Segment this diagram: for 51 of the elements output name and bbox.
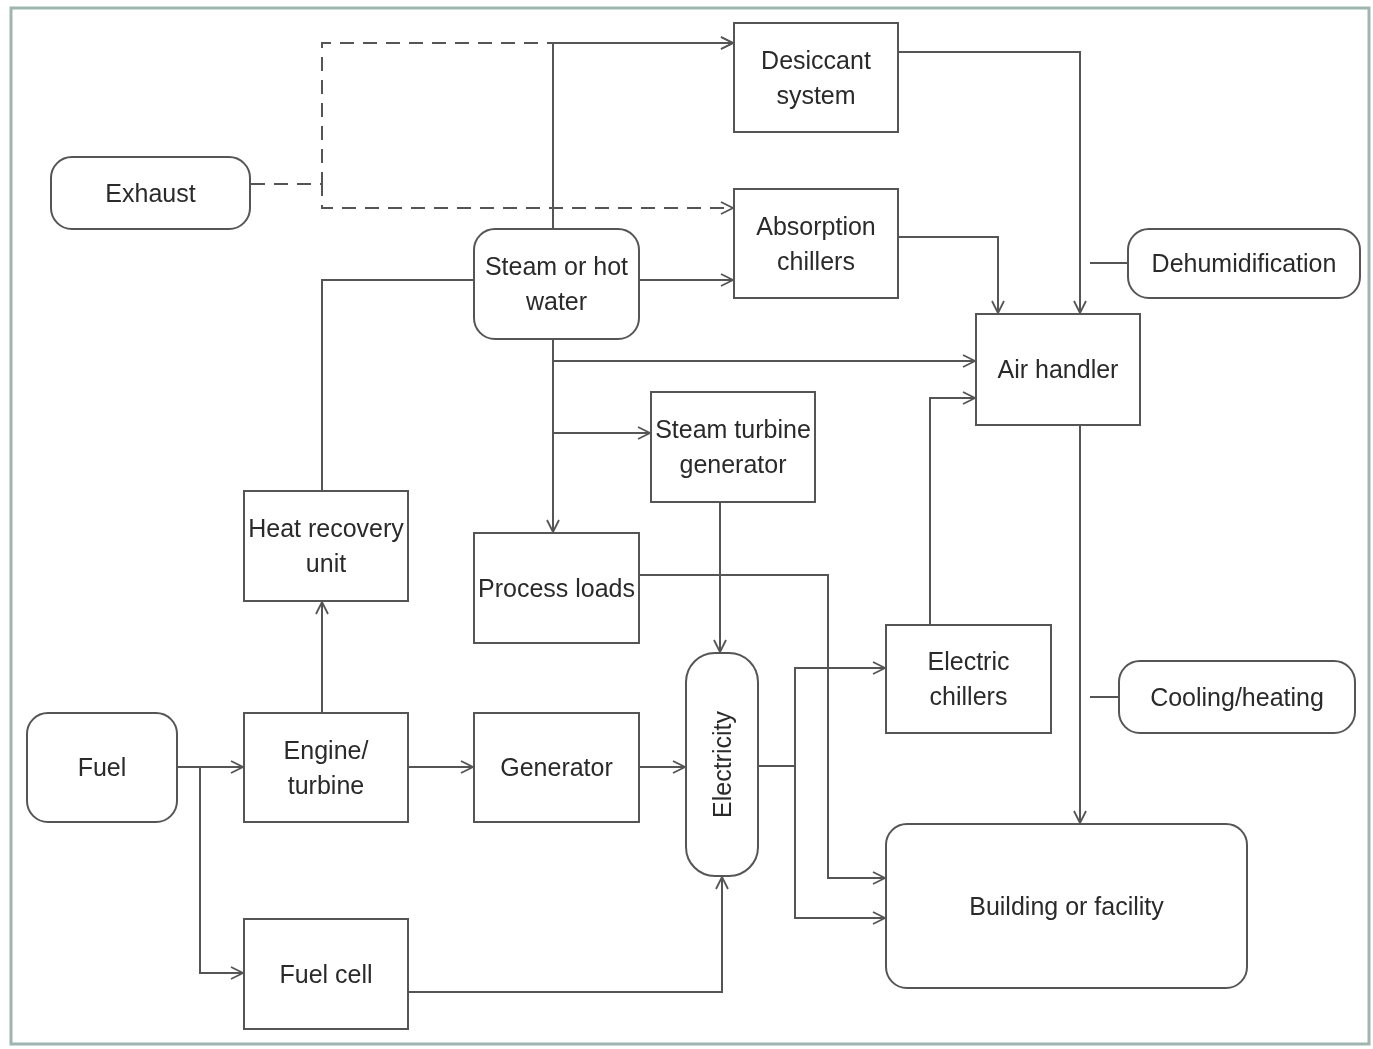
rounded-box: [50, 156, 251, 230]
leader-line: [1089, 696, 1119, 698]
arrow: [758, 765, 886, 925]
rounded-box: [26, 712, 178, 823]
rounded-box: [473, 228, 640, 340]
node-label: Heat recovery unit: [247, 513, 405, 579]
rounded-box: [685, 652, 759, 877]
arrow: [898, 236, 1005, 314]
node-label: Steam or hot water: [483, 251, 630, 317]
node-label: Fuel: [77, 752, 127, 783]
node-label: Exhaust: [105, 177, 196, 209]
node-label: Electric chillers: [926, 646, 1011, 712]
rounded-box: [1118, 660, 1356, 734]
node-label: Dehumidification: [1151, 248, 1337, 279]
node-label: Cooling/heating: [1150, 681, 1324, 713]
node-label: Steam turbine generator: [654, 414, 812, 480]
arrow: [408, 876, 729, 993]
rounded-box: [1127, 228, 1361, 299]
node-label: Absorption chillers: [755, 210, 877, 277]
process-box: [650, 391, 816, 503]
node-label: Engine/ turbine: [282, 734, 370, 801]
process-box: [243, 918, 409, 1030]
process-box: [975, 313, 1141, 426]
arrow: [639, 273, 734, 287]
node-label: Electricity: [706, 711, 737, 818]
node-label: Desiccant system: [760, 44, 872, 111]
node-label: Air handler: [997, 354, 1119, 385]
process-box: [473, 712, 640, 823]
process-box: [733, 22, 899, 133]
arrow: [929, 391, 976, 625]
process-box: [473, 532, 640, 644]
arrow: [315, 601, 329, 713]
node-label: Process loads: [478, 572, 635, 604]
node-label: Building or facility: [969, 890, 1164, 922]
arrow: [639, 760, 686, 774]
node-label: Generator: [500, 752, 613, 783]
arrow: [408, 760, 474, 774]
arrow: [177, 766, 244, 980]
process-box: [243, 712, 409, 823]
process-box: [243, 490, 409, 602]
leader-line: [1089, 262, 1128, 264]
process-box: [885, 624, 1052, 734]
arrow: [1073, 425, 1087, 824]
process-box: [733, 188, 899, 299]
node-label: Fuel cell: [279, 958, 373, 990]
arrow: [552, 36, 734, 229]
arrow: [546, 339, 560, 533]
rounded-box: [885, 823, 1248, 989]
arrow: [713, 502, 727, 653]
arrow: [898, 51, 1087, 314]
arrow: [639, 574, 886, 885]
